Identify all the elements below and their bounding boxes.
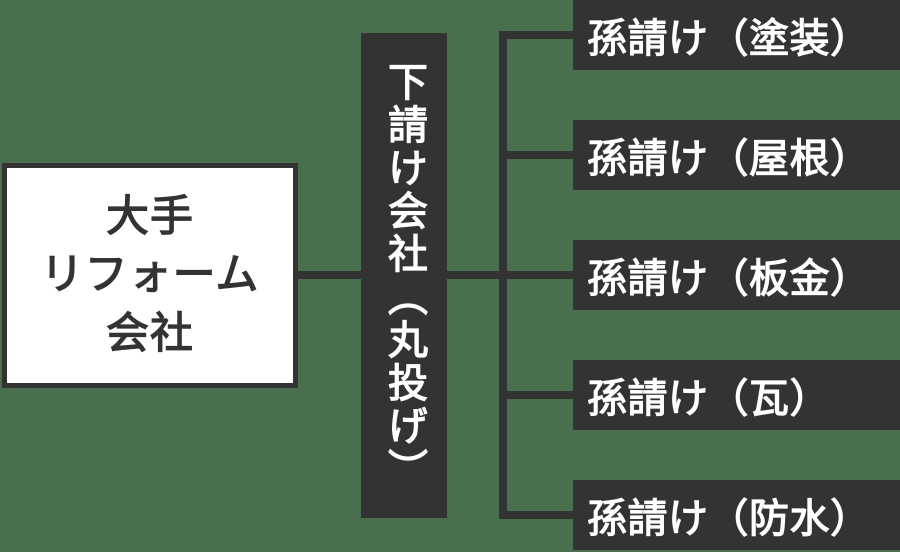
sub-subcontractor-label-roof: 孫請け（屋根） [587,136,871,182]
sub-subcontractor-box-roof: 孫請け（屋根） [573,120,900,190]
sub-subcontractor-box-sheet-metal: 孫請け（板金） [573,240,900,310]
sub-subcontractor-label-tile: 孫請け（瓦） [587,376,830,422]
subcontractor-label: 下請け会社（丸投げ） [381,60,427,491]
sub-subcontractor-box-tile: 孫請け（瓦） [573,360,900,430]
client-company-label: 大手 リフォーム 会社 [40,192,260,359]
sub-subcontractor-label-painting: 孫請け（塗装） [587,16,871,62]
client-company-box: 大手 リフォーム 会社 [2,163,298,388]
sub-subcontractor-box-waterproofing: 孫請け（防水） [573,480,900,550]
subcontractor-box: 下請け会社（丸投げ） [361,33,447,518]
branch-line-5 [499,511,573,519]
sub-subcontractor-box-painting: 孫請け（塗装） [573,0,900,70]
sub-subcontractor-label-waterproofing: 孫請け（防水） [587,496,871,542]
trunk-vertical-line [499,31,507,519]
branch-line-4 [499,391,573,399]
sub-subcontractor-label-sheet-metal: 孫請け（板金） [587,256,871,302]
branch-line-1 [499,31,573,39]
branch-line-2 [499,151,573,159]
